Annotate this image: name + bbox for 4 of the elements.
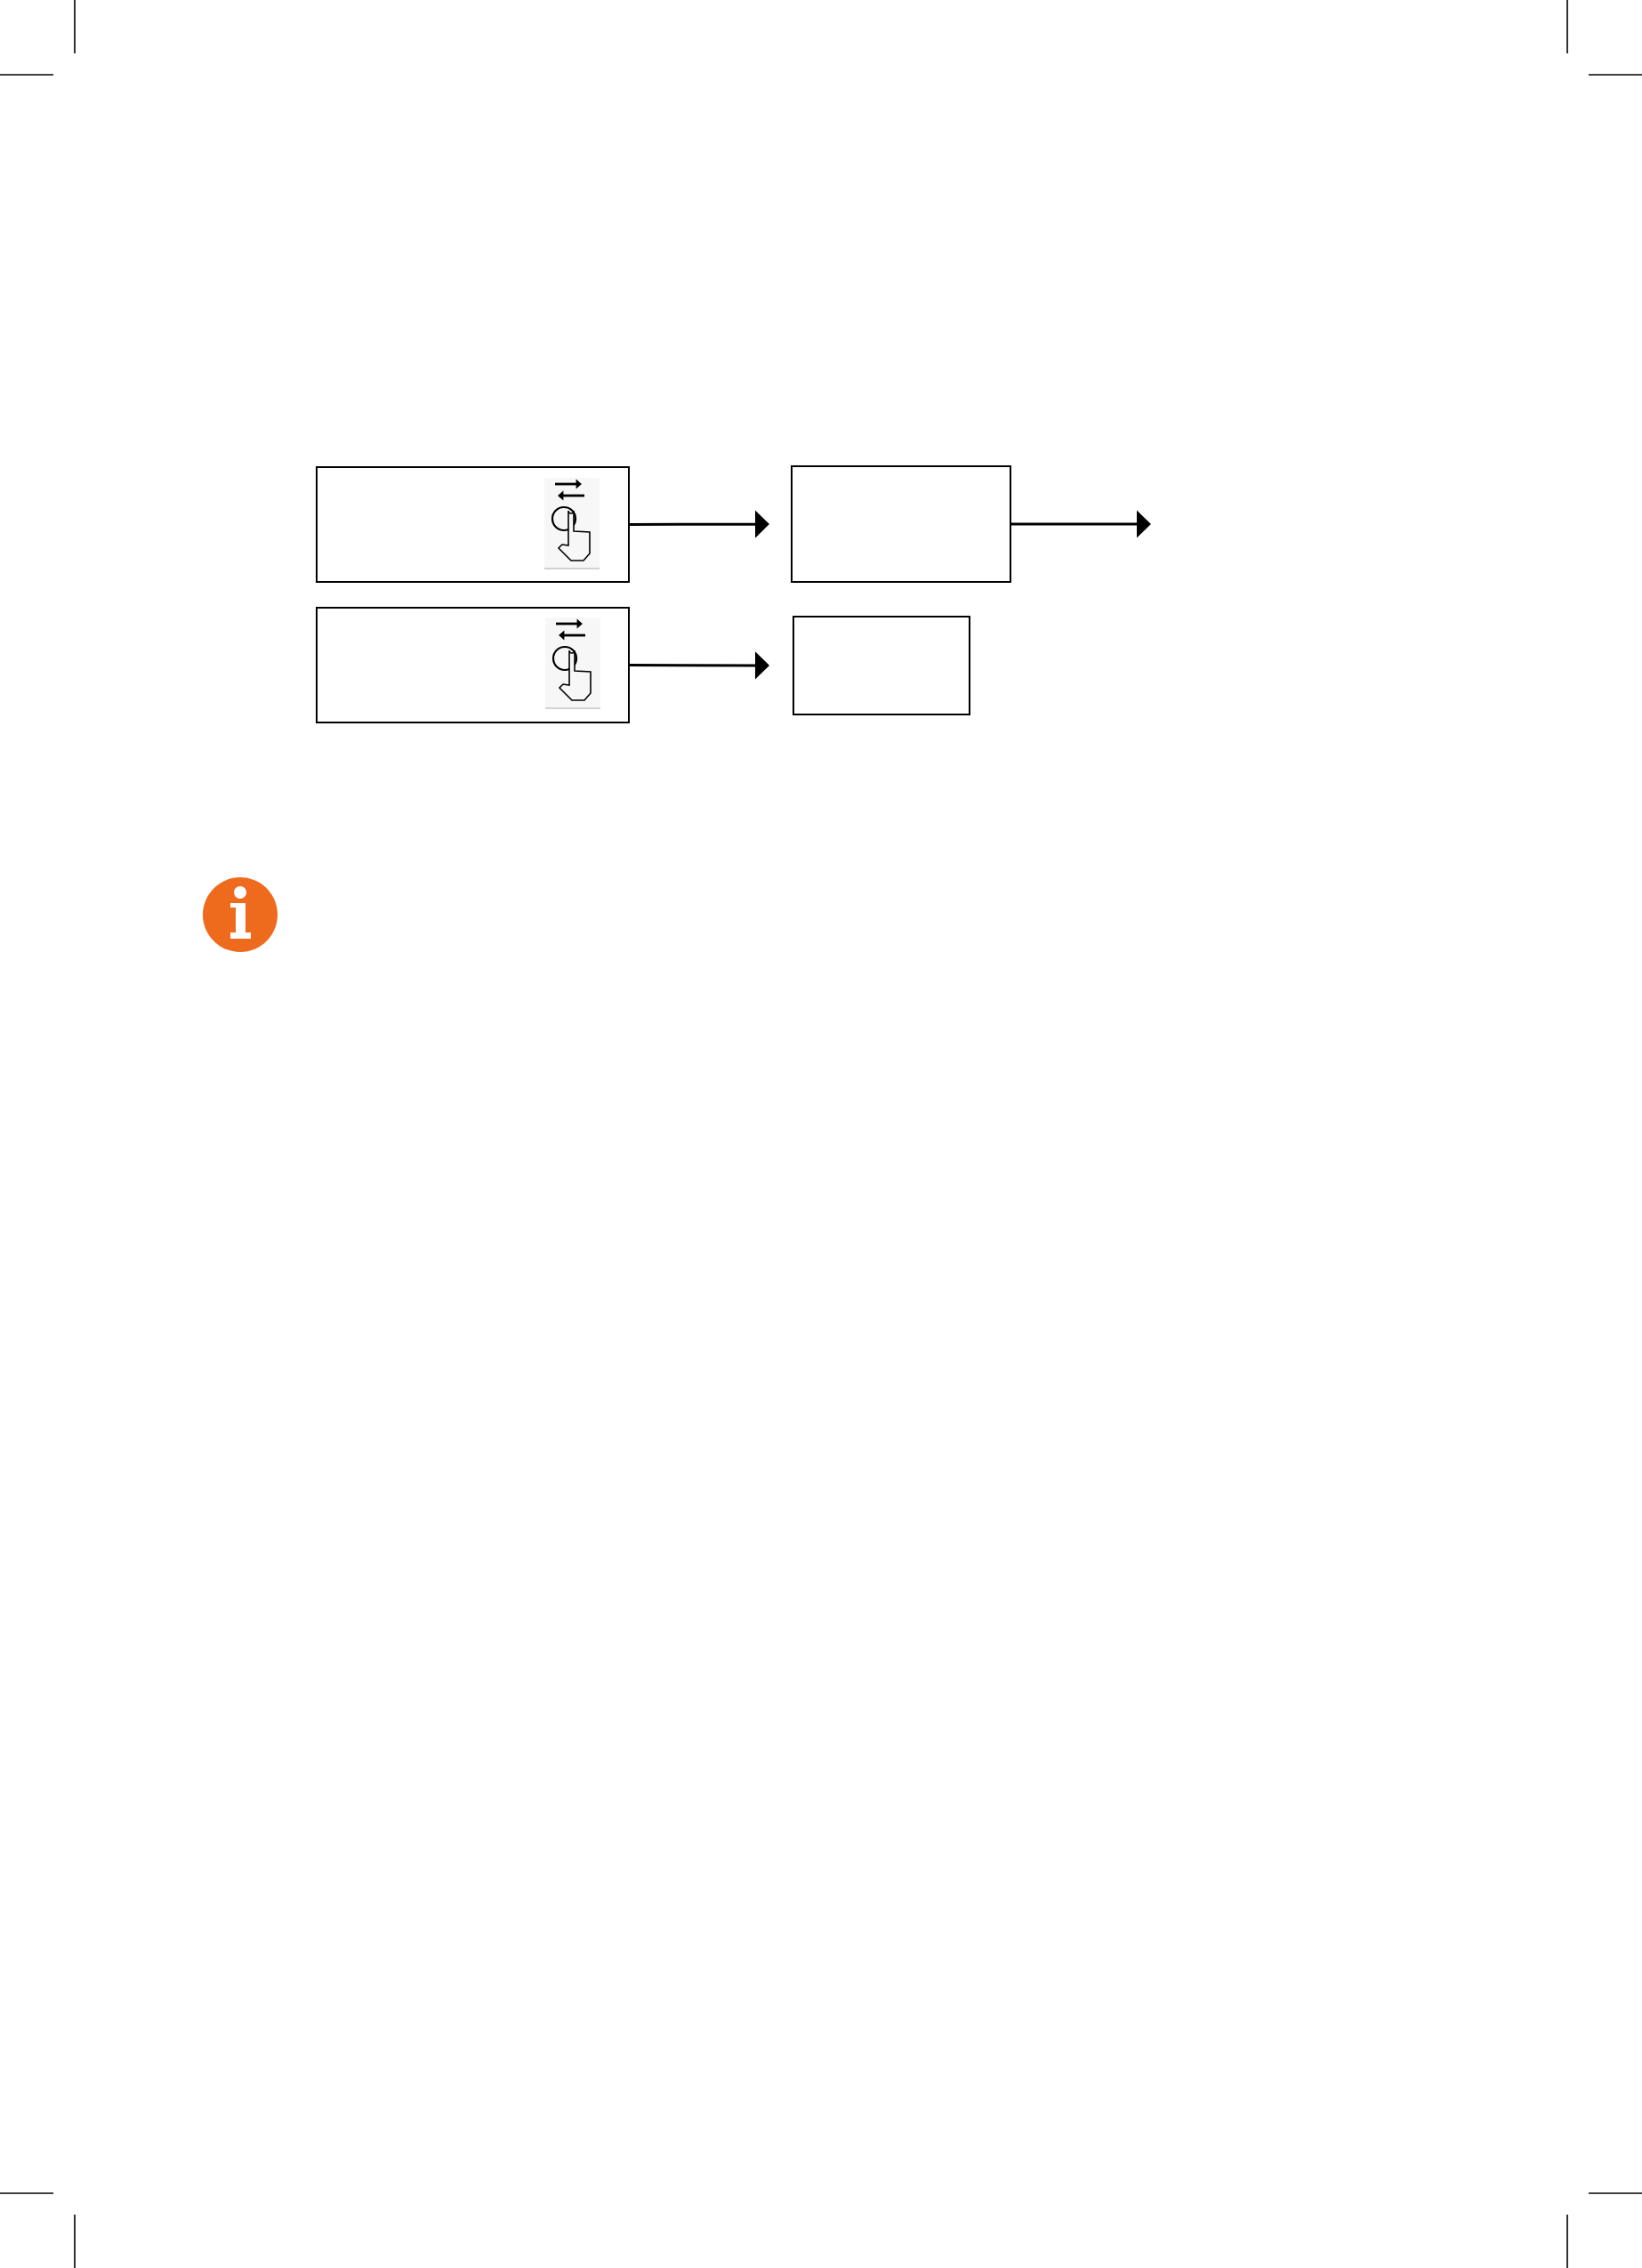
process-box: [791, 465, 1011, 583]
process-box: [316, 466, 630, 583]
process-box: [793, 616, 970, 715]
process-box: [316, 607, 630, 723]
